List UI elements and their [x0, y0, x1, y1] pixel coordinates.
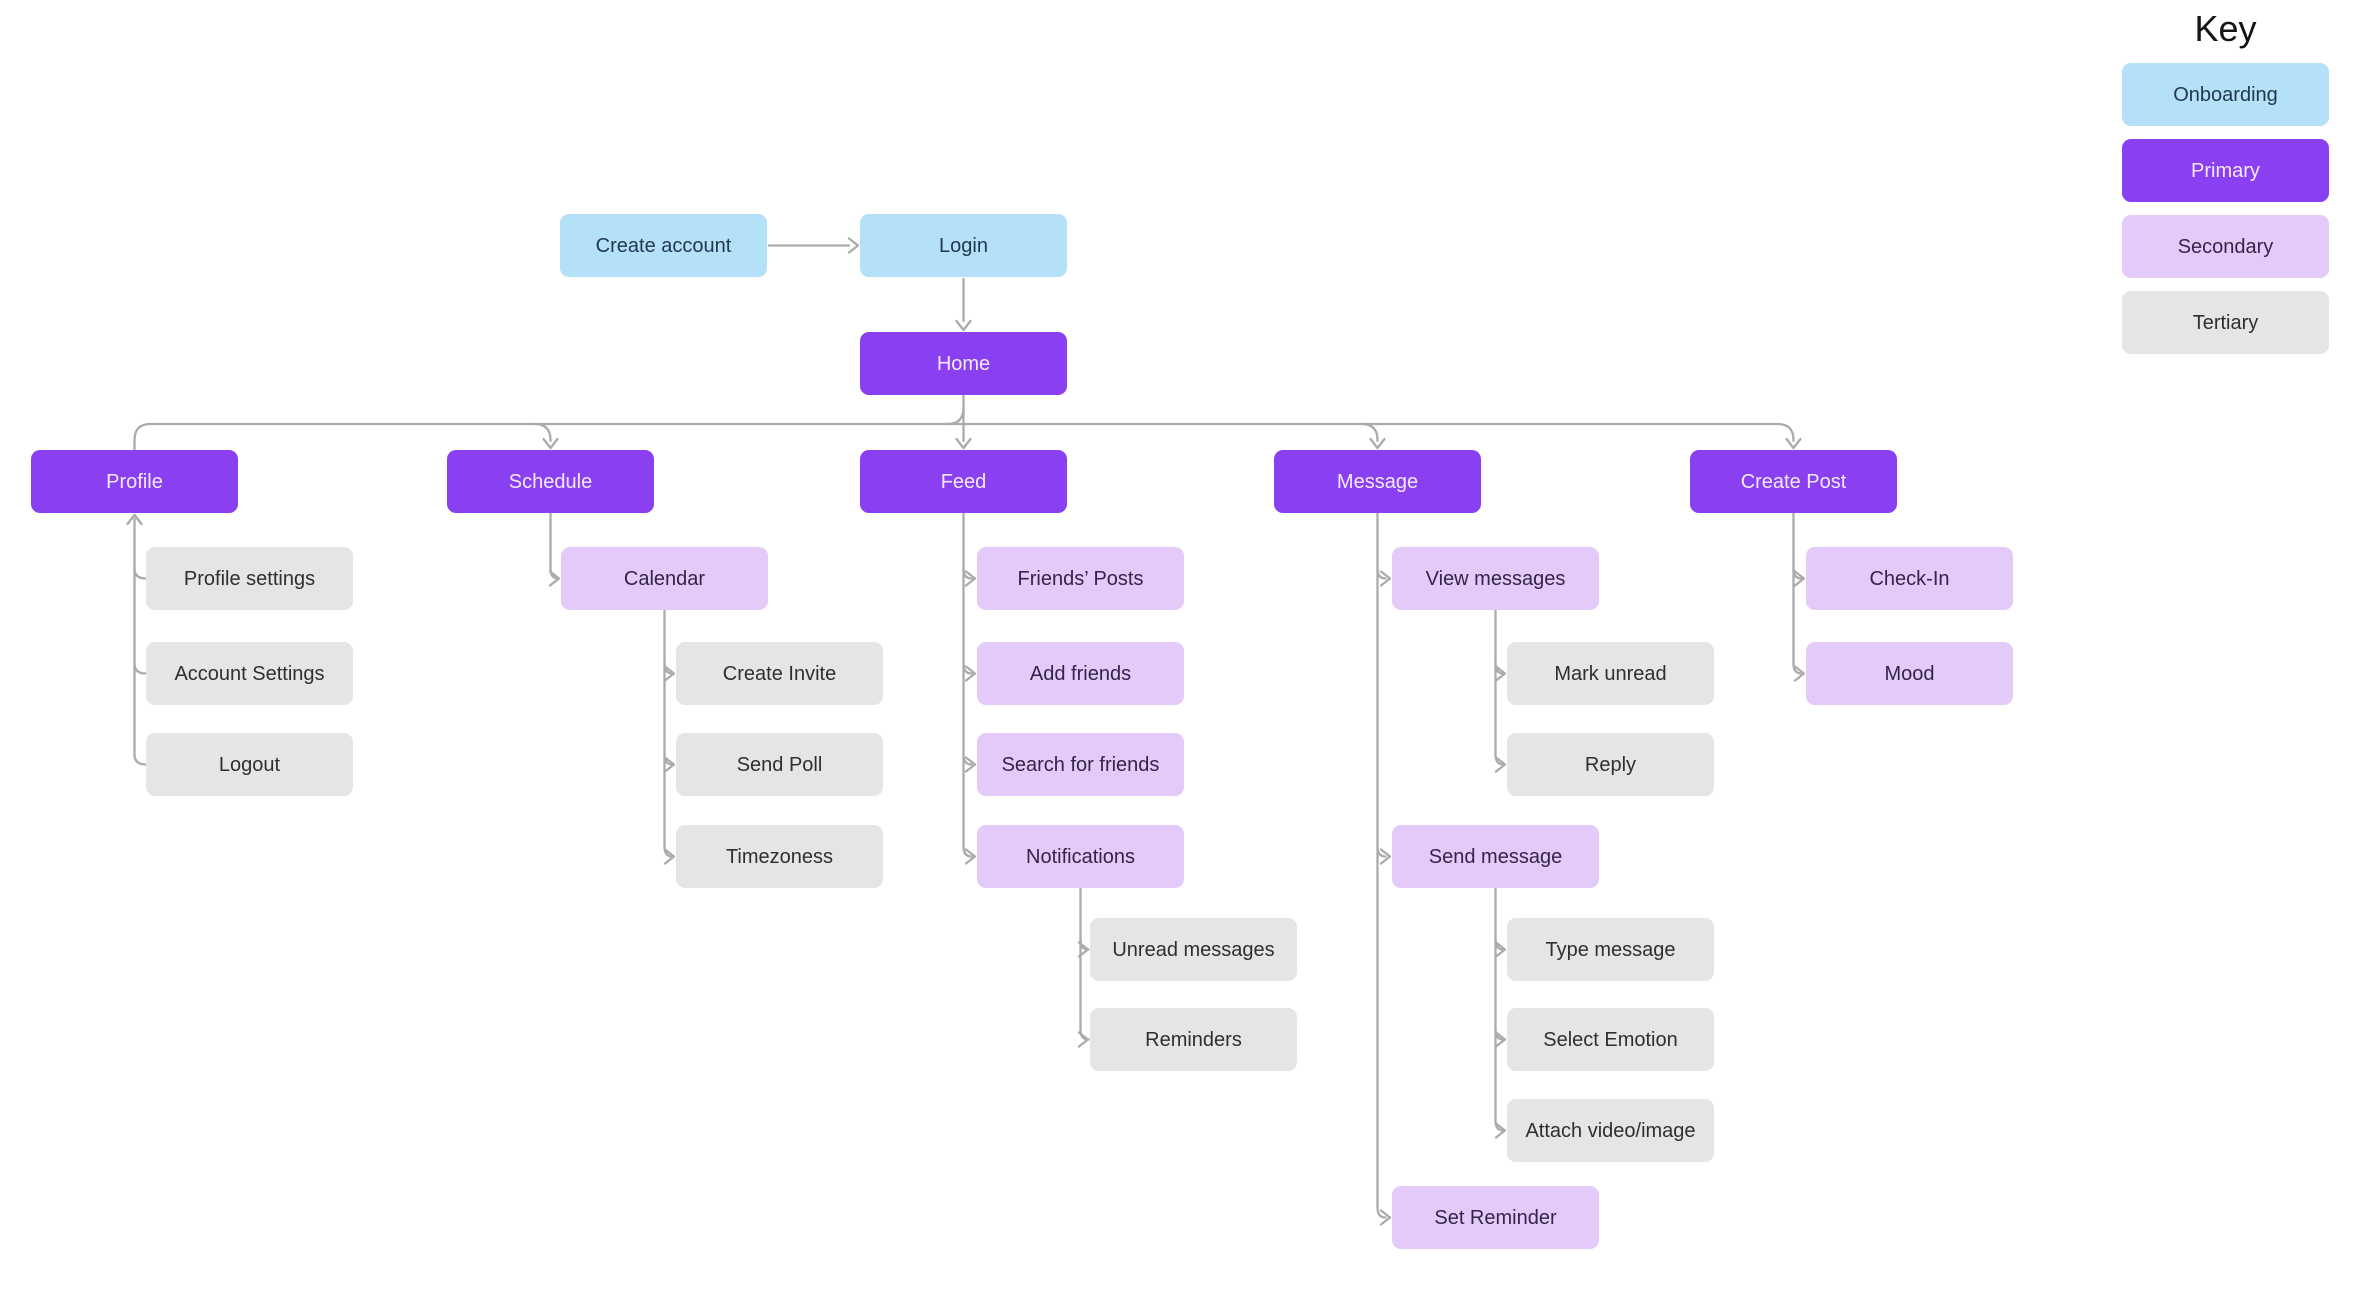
- legend-title: Key: [2194, 8, 2257, 49]
- node-search-for-friends: Search for friends: [977, 733, 1184, 796]
- node-feed: Feed: [860, 450, 1067, 513]
- legend-item-onboarding: Onboarding: [2122, 63, 2329, 126]
- node-login: Login: [860, 214, 1067, 277]
- node-schedule: Schedule: [447, 450, 654, 513]
- node-set-reminder: Set Reminder: [1392, 1186, 1599, 1249]
- node-add-friends: Add friends: [977, 642, 1184, 705]
- node-create-post: Create Post: [1690, 450, 1897, 513]
- node-create-invite: Create Invite: [676, 642, 883, 705]
- node-profile: Profile: [31, 450, 238, 513]
- node-select-emotion: Select Emotion: [1507, 1008, 1714, 1071]
- node-logout: Logout: [146, 733, 353, 796]
- node-mood: Mood: [1806, 642, 2013, 705]
- node-reminders: Reminders: [1090, 1008, 1297, 1071]
- legend-item-tertiary: Tertiary: [2122, 291, 2329, 354]
- node-unread-messages: Unread messages: [1090, 918, 1297, 981]
- legend-item-secondary: Secondary: [2122, 215, 2329, 278]
- node-timezoness: Timezoness: [676, 825, 883, 888]
- node-send-poll: Send Poll: [676, 733, 883, 796]
- node-mark-unread: Mark unread: [1507, 642, 1714, 705]
- node-home: Home: [860, 332, 1067, 395]
- node-message: Message: [1274, 450, 1481, 513]
- legend-item-primary: Primary: [2122, 139, 2329, 202]
- node-create-account: Create account: [560, 214, 767, 277]
- node-send-message: Send message: [1392, 825, 1599, 888]
- node-reply: Reply: [1507, 733, 1714, 796]
- node-type-message: Type message: [1507, 918, 1714, 981]
- node-calendar: Calendar: [561, 547, 768, 610]
- node-view-messages: View messages: [1392, 547, 1599, 610]
- node-notifications: Notifications: [977, 825, 1184, 888]
- node-profile-settings: Profile settings: [146, 547, 353, 610]
- node-attach-video-image: Attach video/image: [1507, 1099, 1714, 1162]
- node-check-in: Check-In: [1806, 547, 2013, 610]
- node-friends-posts: Friends’ Posts: [977, 547, 1184, 610]
- node-account-settings: Account Settings: [146, 642, 353, 705]
